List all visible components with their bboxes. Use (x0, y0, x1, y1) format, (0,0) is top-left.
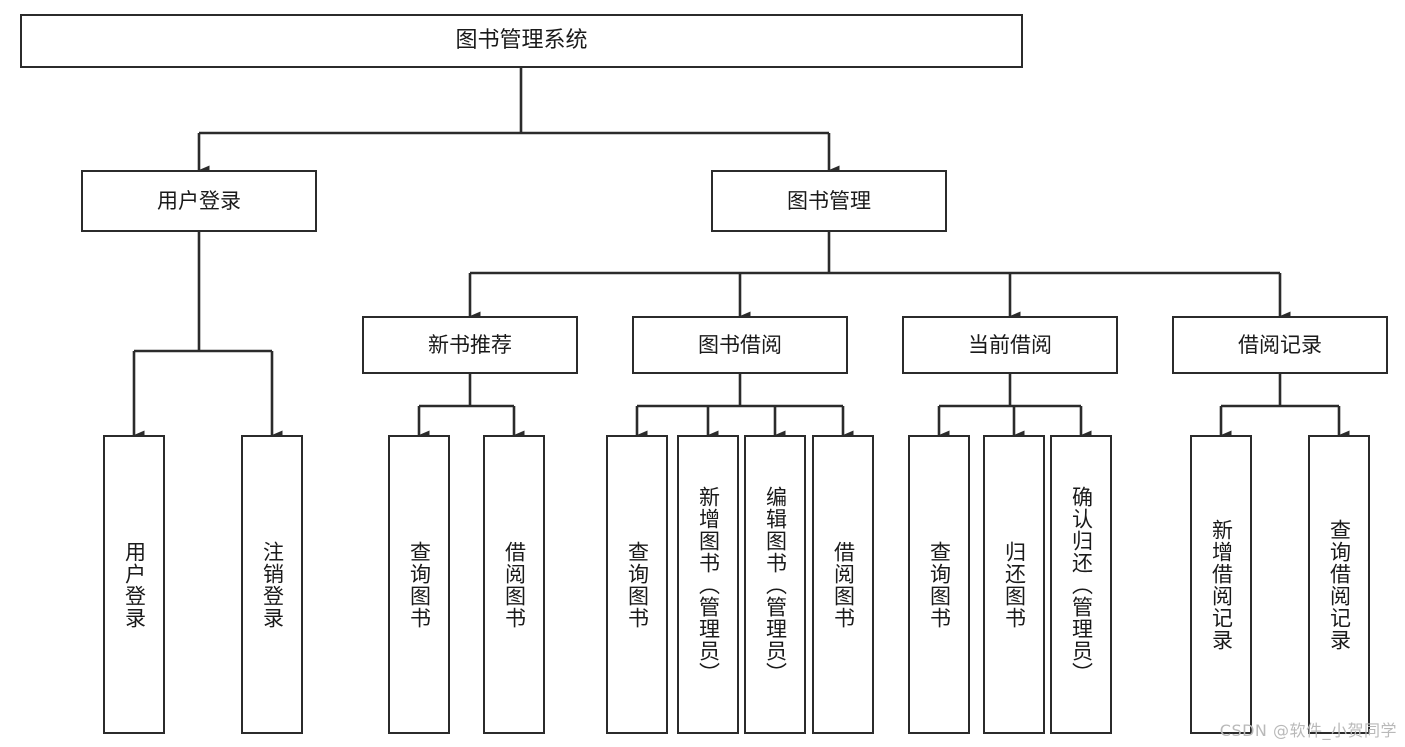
node-level2-0[interactable]: 用户登录 (81, 170, 317, 232)
node-leaf-0[interactable]: 用户登录 (103, 435, 165, 734)
node-label: 借阅记录 (1238, 332, 1322, 357)
node-label: 确认归还（管理员） (1069, 485, 1094, 684)
node-label: 当前借阅 (968, 332, 1052, 357)
node-label: 图书管理 (787, 188, 871, 213)
node-leaf-12[interactable]: 查询借阅记录 (1308, 435, 1370, 734)
node-level3-0[interactable]: 新书推荐 (362, 316, 578, 374)
node-root[interactable]: 图书管理系统 (20, 14, 1023, 68)
node-label: 归还图书 (1002, 540, 1027, 629)
node-label: 借阅图书 (831, 540, 856, 629)
node-label: 图书借阅 (698, 332, 782, 357)
node-label: 新书推荐 (428, 332, 512, 357)
node-leaf-11[interactable]: 新增借阅记录 (1190, 435, 1252, 734)
node-leaf-4[interactable]: 查询图书 (606, 435, 668, 734)
node-level3-1[interactable]: 图书借阅 (632, 316, 848, 374)
node-label: 查询图书 (625, 540, 650, 629)
node-label: 新增借阅记录 (1209, 518, 1234, 651)
node-label: 查询图书 (407, 540, 432, 629)
node-leaf-5[interactable]: 新增图书（管理员） (677, 435, 739, 734)
node-leaf-6[interactable]: 编辑图书（管理员） (744, 435, 806, 734)
node-level2-1[interactable]: 图书管理 (711, 170, 947, 232)
node-label: 图书管理系统 (455, 28, 588, 54)
node-label: 编辑图书（管理员） (763, 485, 788, 684)
watermark-label: CSDN @软件_小贺同学 (1219, 721, 1397, 740)
node-level3-2[interactable]: 当前借阅 (902, 316, 1118, 374)
node-leaf-9[interactable]: 归还图书 (983, 435, 1045, 734)
node-label: 注销登录 (260, 540, 285, 629)
node-leaf-7[interactable]: 借阅图书 (812, 435, 874, 734)
node-leaf-10[interactable]: 确认归还（管理员） (1050, 435, 1112, 734)
node-label: 新增图书（管理员） (696, 485, 721, 684)
node-leaf-3[interactable]: 借阅图书 (483, 435, 545, 734)
node-label: 借阅图书 (502, 540, 527, 629)
node-label: 查询图书 (927, 540, 952, 629)
node-leaf-1[interactable]: 注销登录 (241, 435, 303, 734)
node-label: 用户登录 (122, 540, 147, 629)
node-level3-3[interactable]: 借阅记录 (1172, 316, 1388, 374)
node-leaf-8[interactable]: 查询图书 (908, 435, 970, 734)
node-label: 用户登录 (157, 188, 241, 213)
node-label: 查询借阅记录 (1327, 518, 1352, 651)
node-leaf-2[interactable]: 查询图书 (388, 435, 450, 734)
